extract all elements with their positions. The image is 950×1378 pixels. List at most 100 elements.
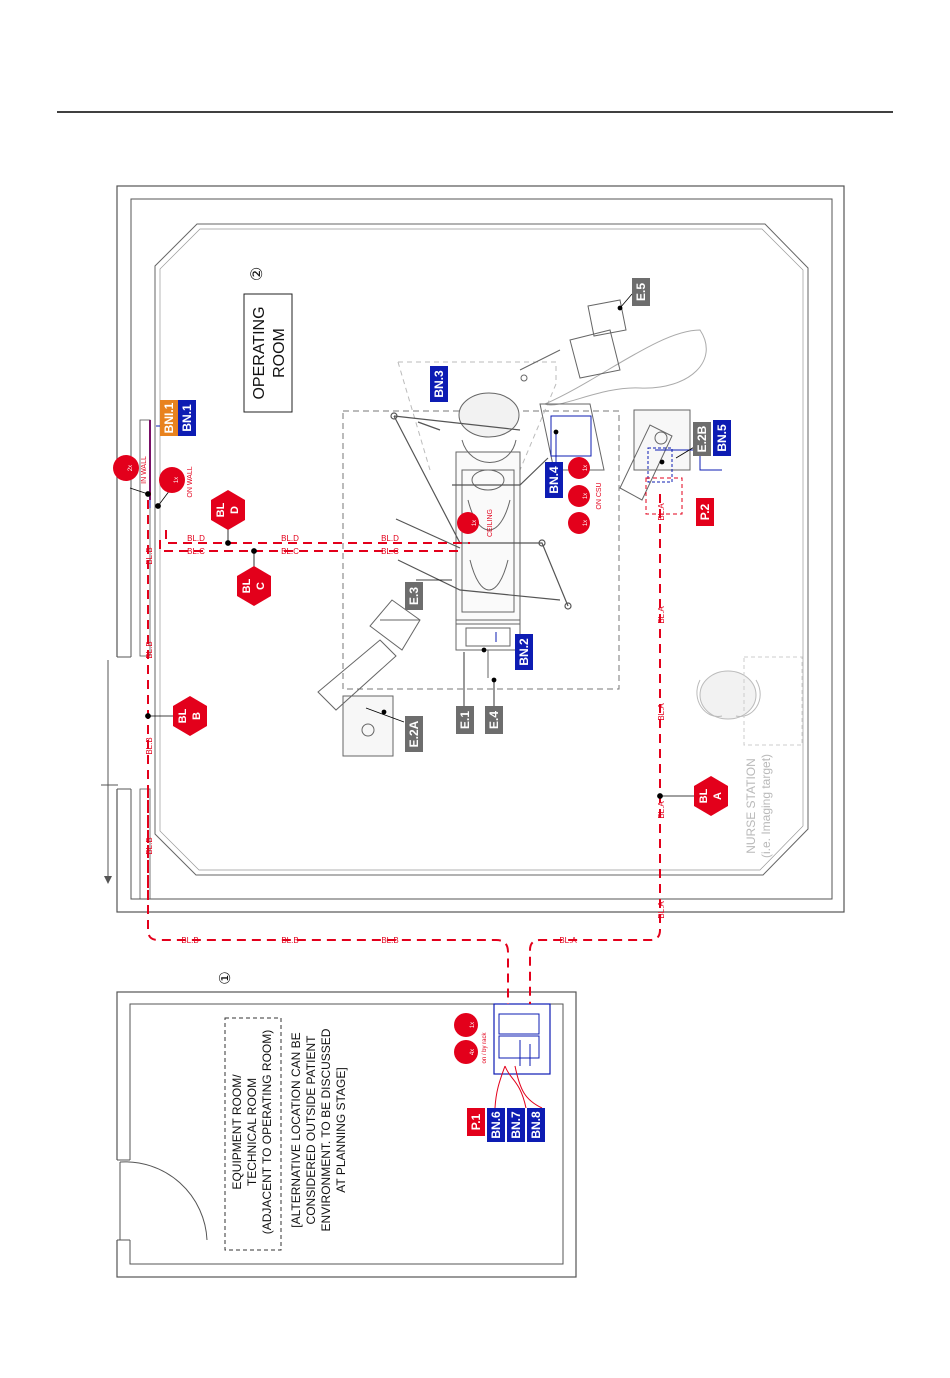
route-text-labels: BL.A BL.A BL.A BL.A BL.A BL.A BL.B BL.B …	[145, 503, 666, 945]
tag-bn1-box	[178, 400, 196, 436]
monitor-cart-e5	[519, 299, 627, 382]
tag-e5-box	[632, 278, 650, 306]
tag-e1-box	[456, 706, 474, 734]
leader-lines	[129, 293, 697, 799]
outlet-rack-1	[454, 1013, 478, 1037]
nurse-station-line1: NURSE STATION	[744, 758, 758, 854]
equipment-room-note-line2: CONSIDERED OUTSIDE PATIENT	[304, 1035, 318, 1225]
tag-p1: P.1	[469, 1113, 483, 1130]
tag-e3: E.3	[407, 587, 421, 605]
sterile-field-outline	[342, 410, 620, 690]
equipment-room-note-line4: AT PLANNING STAGE]	[334, 1067, 348, 1192]
outlet-ceiling-count: 1x	[472, 520, 478, 526]
operating-room-number: ②	[247, 267, 266, 281]
hex-bl-b-top: BL	[177, 708, 189, 723]
route-bl-d-label-2: BL.D	[281, 534, 299, 543]
tag-bn5: BN.5	[715, 424, 729, 452]
route-bl-a-label-5: BL.A	[657, 901, 666, 919]
operating-room-label-box	[243, 293, 293, 413]
route-bl-b-label-1: BL.B	[145, 547, 154, 564]
tag-bni1-box	[160, 400, 178, 436]
outlet-in-wall-count: 2x	[128, 465, 134, 471]
outlet-csu-3	[568, 512, 590, 534]
route-bl-b-label-7: BL.B	[381, 936, 398, 945]
equipment-room-name-line1: EQUIPMENT ROOM/	[230, 1074, 244, 1190]
tag-bn4: BN.4	[547, 466, 561, 494]
equipment-room-number: ①	[216, 971, 234, 984]
hex-bl-a	[694, 776, 728, 816]
tag-bn7: BN.7	[509, 1111, 523, 1139]
route-bl-b-label-5: BL.B	[181, 936, 198, 945]
route-bl-c-label-1: BL.C	[187, 547, 205, 556]
nurse-station-line2: (i.e. Imaging target)	[759, 754, 773, 858]
outlet-on-wall-count: 1x	[174, 477, 180, 483]
tag-p2-box	[696, 498, 714, 526]
tag-bn8: BN.8	[529, 1111, 543, 1139]
hex-bl-d-top: BL	[215, 502, 227, 517]
equipment-room-note-line3: ENVIRONMENT. TO BE DISCUSSED	[319, 1028, 333, 1231]
outlet-ceiling-note: CEILING	[487, 509, 494, 537]
tag-bn3-box	[430, 366, 448, 402]
route-bl-a-label-1: BL.A	[657, 503, 666, 521]
equipment-room-label-box	[224, 1017, 282, 1251]
network-tag-group: BN.1 BNI.1 BN.3 BN.4 BN.5 BN.2 BN.6 BN.7…	[160, 366, 731, 1142]
operating-room-name-line2: ROOM	[271, 328, 288, 378]
tag-e2a-box	[405, 716, 423, 752]
hex-bl-c-top: BL	[241, 578, 253, 593]
tag-bn6: BN.6	[489, 1111, 503, 1139]
operating-room-name-line1: OPERATING	[251, 306, 268, 399]
equipment-room-name-line2: TECHNICAL ROOM	[245, 1078, 259, 1186]
outlet-csu-note: ON CSU	[596, 482, 603, 509]
tag-bn6-box	[487, 1108, 505, 1142]
outlet-on-wall	[159, 467, 185, 493]
route-bl-b-label-2: BL.B	[145, 641, 154, 658]
hex-bl-a-top: BL	[698, 788, 710, 803]
equipment-rack	[493, 1003, 551, 1109]
tag-bn8-box	[527, 1108, 545, 1142]
equipment-room-name-line3: (ADJACENT TO OPERATING ROOM)	[260, 1030, 274, 1234]
hex-bl-c-bottom: C	[255, 582, 267, 590]
outlet-csu-1	[568, 457, 590, 479]
outlet-rack-2	[454, 1040, 478, 1064]
route-bl-a	[529, 494, 661, 1004]
route-bl-d	[165, 530, 470, 544]
route-hexagons: BL D BL C BL B BL A	[173, 490, 728, 816]
outlet-rack-note: on / by rack	[482, 1031, 488, 1063]
route-bl-b-label-3: BL.B	[145, 737, 154, 754]
route-bl-d-label-3: BL.D	[381, 534, 399, 543]
outlet-rack-1-count: 1x	[470, 1022, 476, 1028]
tag-e4-box	[485, 706, 503, 734]
outlet-symbols: 2x IN WALL 1x ON WALL 1x CEILING 1x 1x 1…	[113, 455, 603, 1064]
hex-bl-a-bottom: A	[712, 792, 724, 800]
tag-bni1: BNI.1	[162, 402, 176, 433]
operating-room: OPERATING ROOM ②	[101, 185, 845, 913]
tag-bn3: BN.3	[432, 370, 446, 398]
outlet-in-wall	[113, 455, 139, 481]
route-bl-b	[147, 500, 509, 1004]
route-bl-a-label-3: BL.A	[657, 703, 666, 721]
outlet-csu-1-count: 1x	[583, 465, 589, 471]
c-arm-e2a	[317, 599, 421, 757]
hex-bl-b-bottom: B	[191, 712, 203, 720]
tag-e2b: E.2B	[695, 425, 709, 452]
tag-bn1: BN.1	[180, 404, 194, 432]
route-bl-a-label-4: BL.A	[657, 801, 666, 819]
tag-e3-box	[405, 582, 423, 610]
tag-p1-box	[467, 1108, 485, 1136]
equipment-tag-group: E.1 E.4 E.2A E.3 E.2B E.5	[405, 278, 711, 752]
tag-p2: P.2	[698, 503, 712, 520]
outlet-box-p2	[645, 477, 683, 515]
hex-bl-d-bottom: D	[229, 506, 241, 514]
tag-e1: E.1	[458, 711, 472, 729]
tag-bn4-box	[545, 462, 563, 498]
tag-e5: E.5	[634, 283, 648, 301]
tag-e2b-box	[693, 422, 711, 456]
hex-bl-c	[237, 566, 271, 606]
route-bl-c-label-3: BL.C	[381, 547, 399, 556]
route-bl-c-label-2: BL.C	[281, 547, 299, 556]
hex-bl-b	[173, 696, 207, 736]
tag-e4: E.4	[487, 711, 501, 729]
equipment-room: ① EQUIPMENT ROOM/ TECHNICAL ROOM (ADJACE…	[110, 971, 577, 1278]
nurse-station: NURSE STATION (i.e. Imaging target)	[696, 656, 803, 858]
tag-bn5-box	[713, 420, 731, 456]
